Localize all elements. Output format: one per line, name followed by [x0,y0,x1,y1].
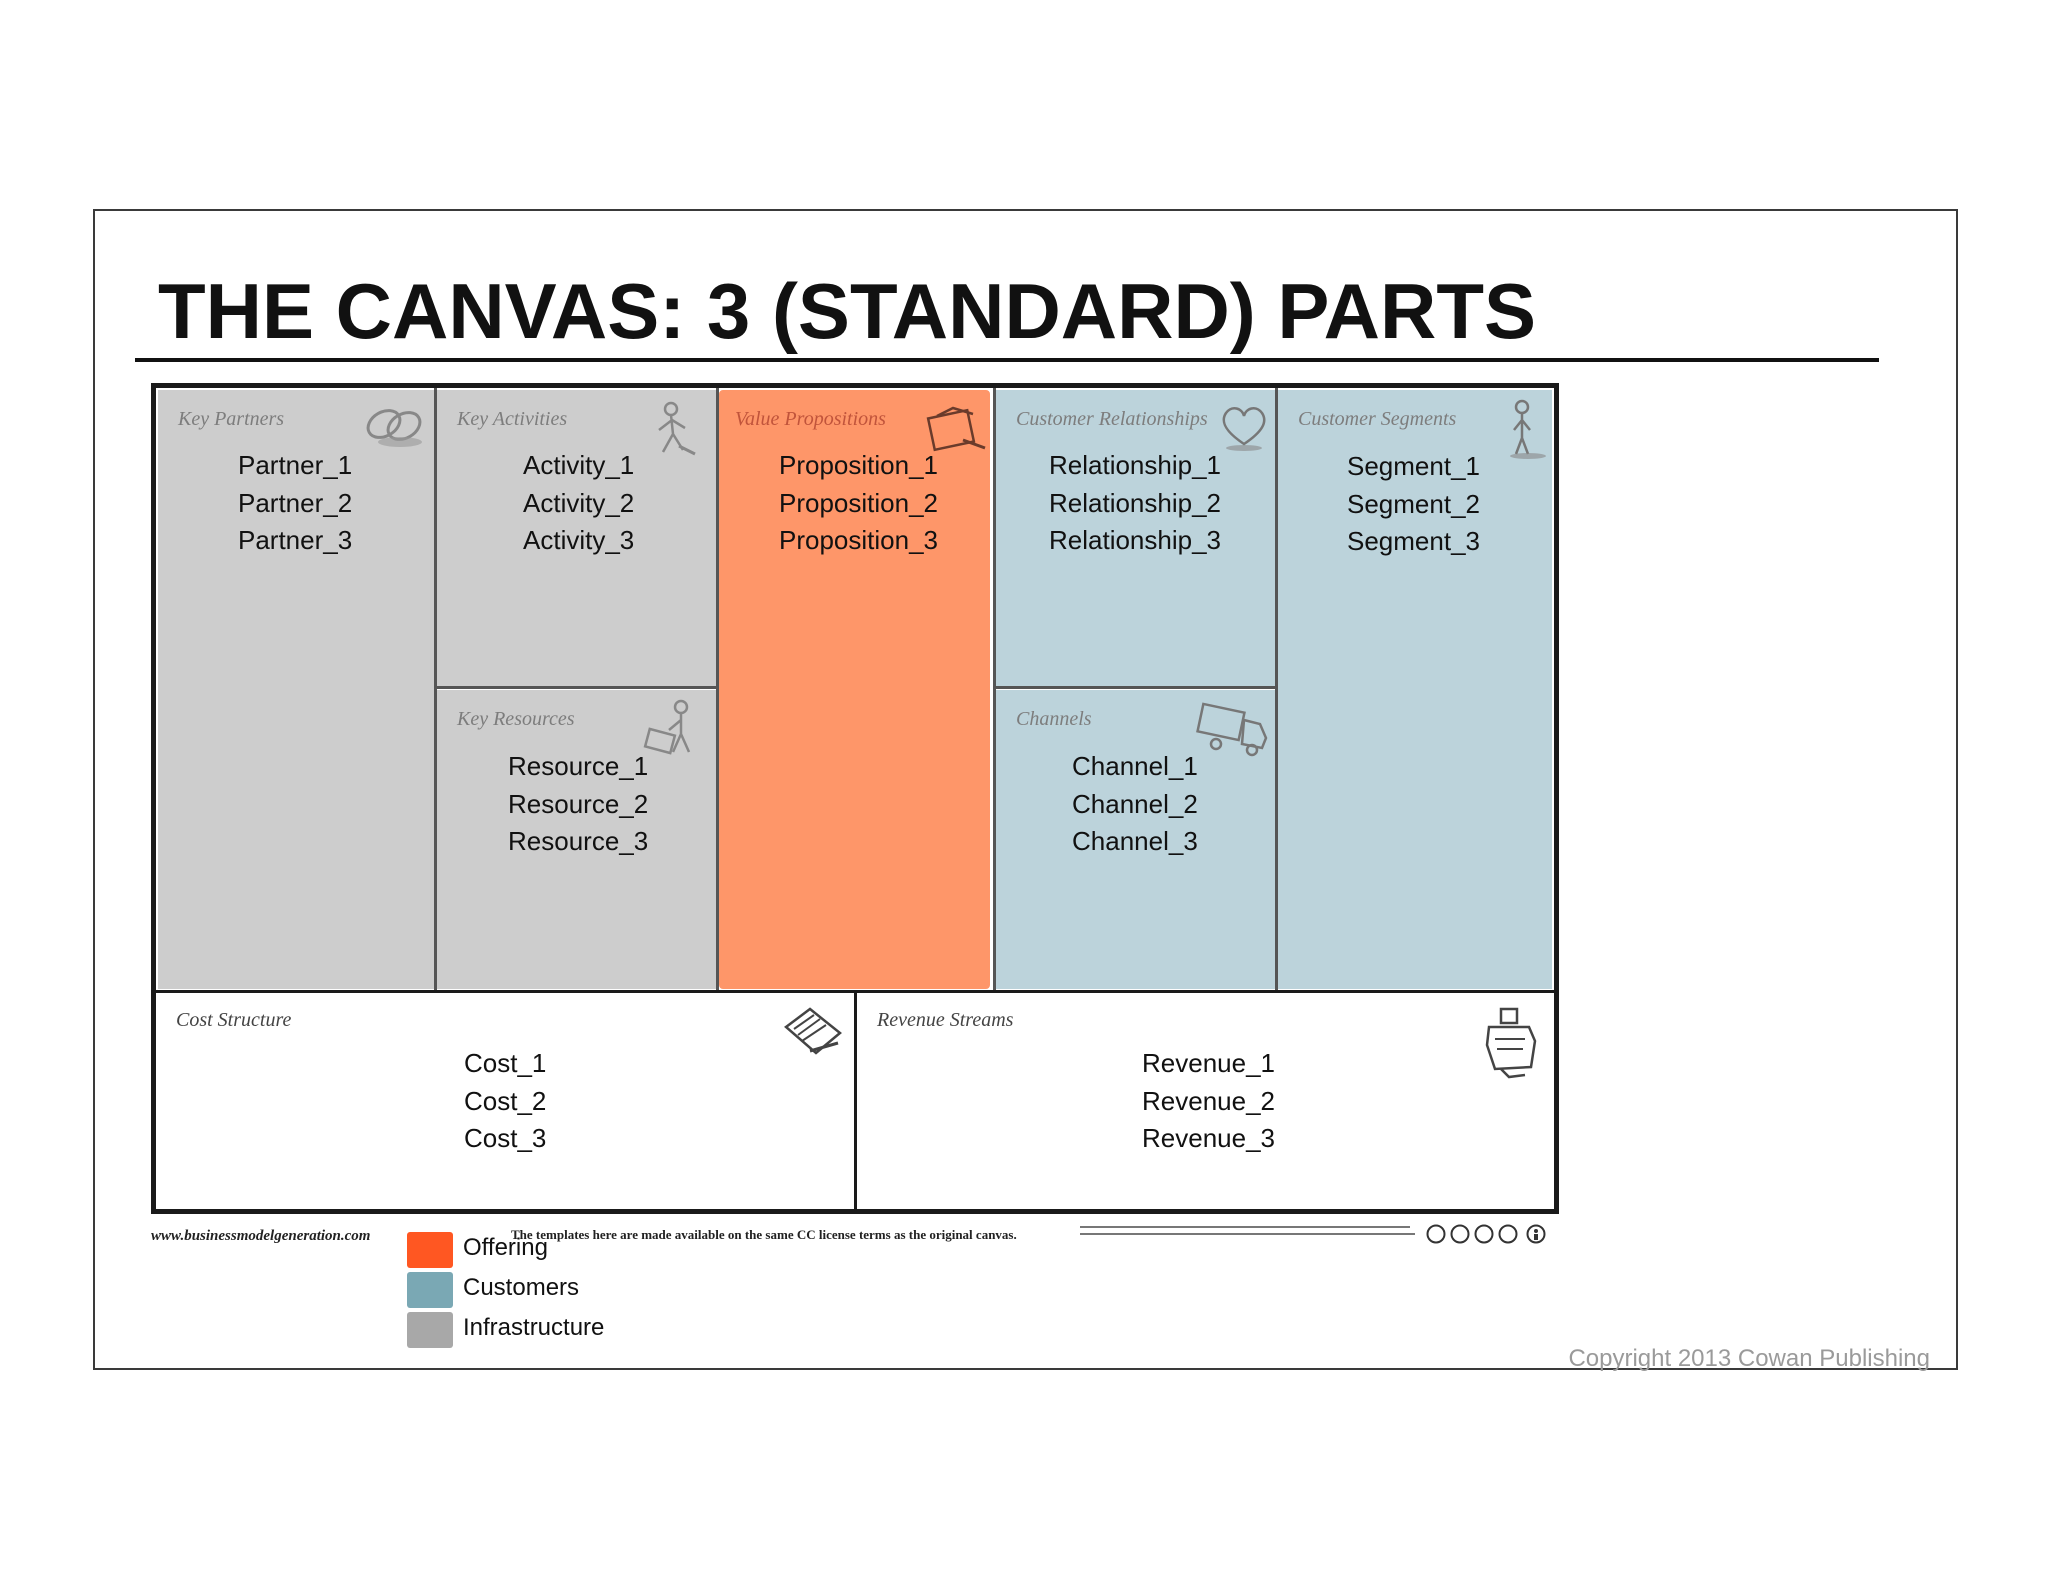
legend-swatch-customers [407,1272,453,1308]
divider [716,388,719,992]
list-item: Partner_3 [238,522,352,560]
slide-title: THE CANVAS: 3 (STANDARD) PARTS [158,266,1536,357]
worker-with-crate-icon [643,698,703,764]
list-item: Activity_3 [523,522,634,560]
block-title-cost-structure: Cost Structure [176,1009,291,1032]
block-cost-structure: Cost Structure Cost_1 Cost_2 Cost_3 [156,993,854,1209]
list-item: Relationship_1 [1049,447,1221,485]
list-item: Segment_2 [1347,486,1480,524]
block-customer-segments: Customer Segments Segment_1 Segment_2 Se… [1278,390,1552,989]
list-cost-structure: Cost_1 Cost_2 Cost_3 [464,1045,546,1158]
list-value-propositions: Proposition_1 Proposition_2 Proposition_… [779,447,938,560]
legend-item-offering: Offering [407,1232,647,1270]
list-key-resources: Resource_1 Resource_2 Resource_3 [508,748,648,861]
list-item: Partner_1 [238,447,352,485]
block-value-propositions: Value Propositions Proposition_1 Proposi… [719,390,990,989]
legend-label: Customers [463,1274,579,1302]
list-item: Segment_1 [1347,448,1480,486]
list-key-activities: Activity_1 Activity_2 Activity_3 [523,447,634,560]
block-key-partners: Key Partners Partner_1 Partner_2 Partner… [158,390,434,989]
block-key-activities: Key Activities Activity_1 Activity_2 Act… [437,390,716,687]
legend-swatch-infrastructure [407,1312,453,1348]
block-key-resources: Key Resources Resource_1 Resource_2 Reso… [437,690,716,989]
divider [434,686,719,689]
list-item: Channel_2 [1072,786,1198,824]
list-item: Revenue_1 [1142,1045,1275,1083]
block-customer-relationships: Customer Relationships Relationship_1 Re… [996,390,1275,687]
list-item: Resource_1 [508,748,648,786]
legend-item-infrastructure: Infrastructure [407,1312,647,1350]
legend-label: Infrastructure [463,1314,604,1342]
list-item: Cost_3 [464,1120,546,1158]
list-key-partners: Partner_1 Partner_2 Partner_3 [238,447,352,560]
divider [434,388,437,992]
divider [993,686,1278,689]
list-customer-relationships: Relationship_1 Relationship_2 Relationsh… [1049,447,1221,560]
list-item: Revenue_2 [1142,1083,1275,1121]
list-item: Cost_1 [464,1045,546,1083]
block-revenue-streams: Revenue Streams Revenue_1 Revenue_2 Reve… [857,993,1554,1209]
block-title-customer-relationships: Customer Relationships [1016,408,1208,431]
list-item: Cost_2 [464,1083,546,1121]
list-item: Resource_2 [508,786,648,824]
list-item: Proposition_3 [779,522,938,560]
block-title-customer-segments: Customer Segments [1298,408,1456,431]
title-underline [135,358,1879,362]
chain-link-icon [362,398,426,450]
block-title-key-resources: Key Resources [457,708,575,731]
list-item: Activity_1 [523,447,634,485]
block-title-channels: Channels [1016,708,1092,731]
price-tag-icon [780,1003,846,1061]
list-item: Channel_1 [1072,748,1198,786]
list-item: Resource_3 [508,823,648,861]
creative-commons-icons [1425,1223,1549,1245]
legend-swatch-offering [407,1232,453,1268]
business-model-canvas: Key Partners Partner_1 Partner_2 Partner… [151,383,1559,1214]
list-item: Revenue_3 [1142,1120,1275,1158]
list-item: Relationship_2 [1049,485,1221,523]
block-title-value-propositions: Value Propositions [735,408,886,431]
cash-register-icon [1481,1005,1543,1079]
block-title-key-partners: Key Partners [178,408,284,431]
legend-label: Offering [463,1234,548,1262]
block-title-key-activities: Key Activities [457,408,567,431]
list-item: Activity_2 [523,485,634,523]
copyright-notice: Copyright 2013 Cowan Publishing [1568,1345,1930,1373]
block-channels: Channels Channel_1 Channel_2 Channel_3 [996,690,1275,989]
divider [993,388,996,992]
list-channels: Channel_1 Channel_2 Channel_3 [1072,748,1198,861]
footer-url: www.businessmodelgeneration.com [151,1228,370,1245]
divider [1275,388,1278,992]
legend-item-customers: Customers [407,1272,647,1310]
slide: THE CANVAS: 3 (STANDARD) PARTS Key Partn… [93,209,1958,1370]
list-item: Proposition_1 [779,447,938,485]
block-title-revenue-streams: Revenue Streams [877,1009,1013,1032]
person-icon [1504,398,1548,460]
list-revenue-streams: Revenue_1 Revenue_2 Revenue_3 [1142,1045,1275,1158]
worker-icon [649,400,699,458]
list-customer-segments: Segment_1 Segment_2 Segment_3 [1347,448,1480,561]
list-item: Partner_2 [238,485,352,523]
list-item: Segment_3 [1347,523,1480,561]
list-item: Proposition_2 [779,485,938,523]
list-item: Channel_3 [1072,823,1198,861]
list-item: Relationship_3 [1049,522,1221,560]
heart-icon [1218,402,1270,452]
fine-print-lines [1080,1225,1415,1237]
truck-icon [1196,698,1270,758]
